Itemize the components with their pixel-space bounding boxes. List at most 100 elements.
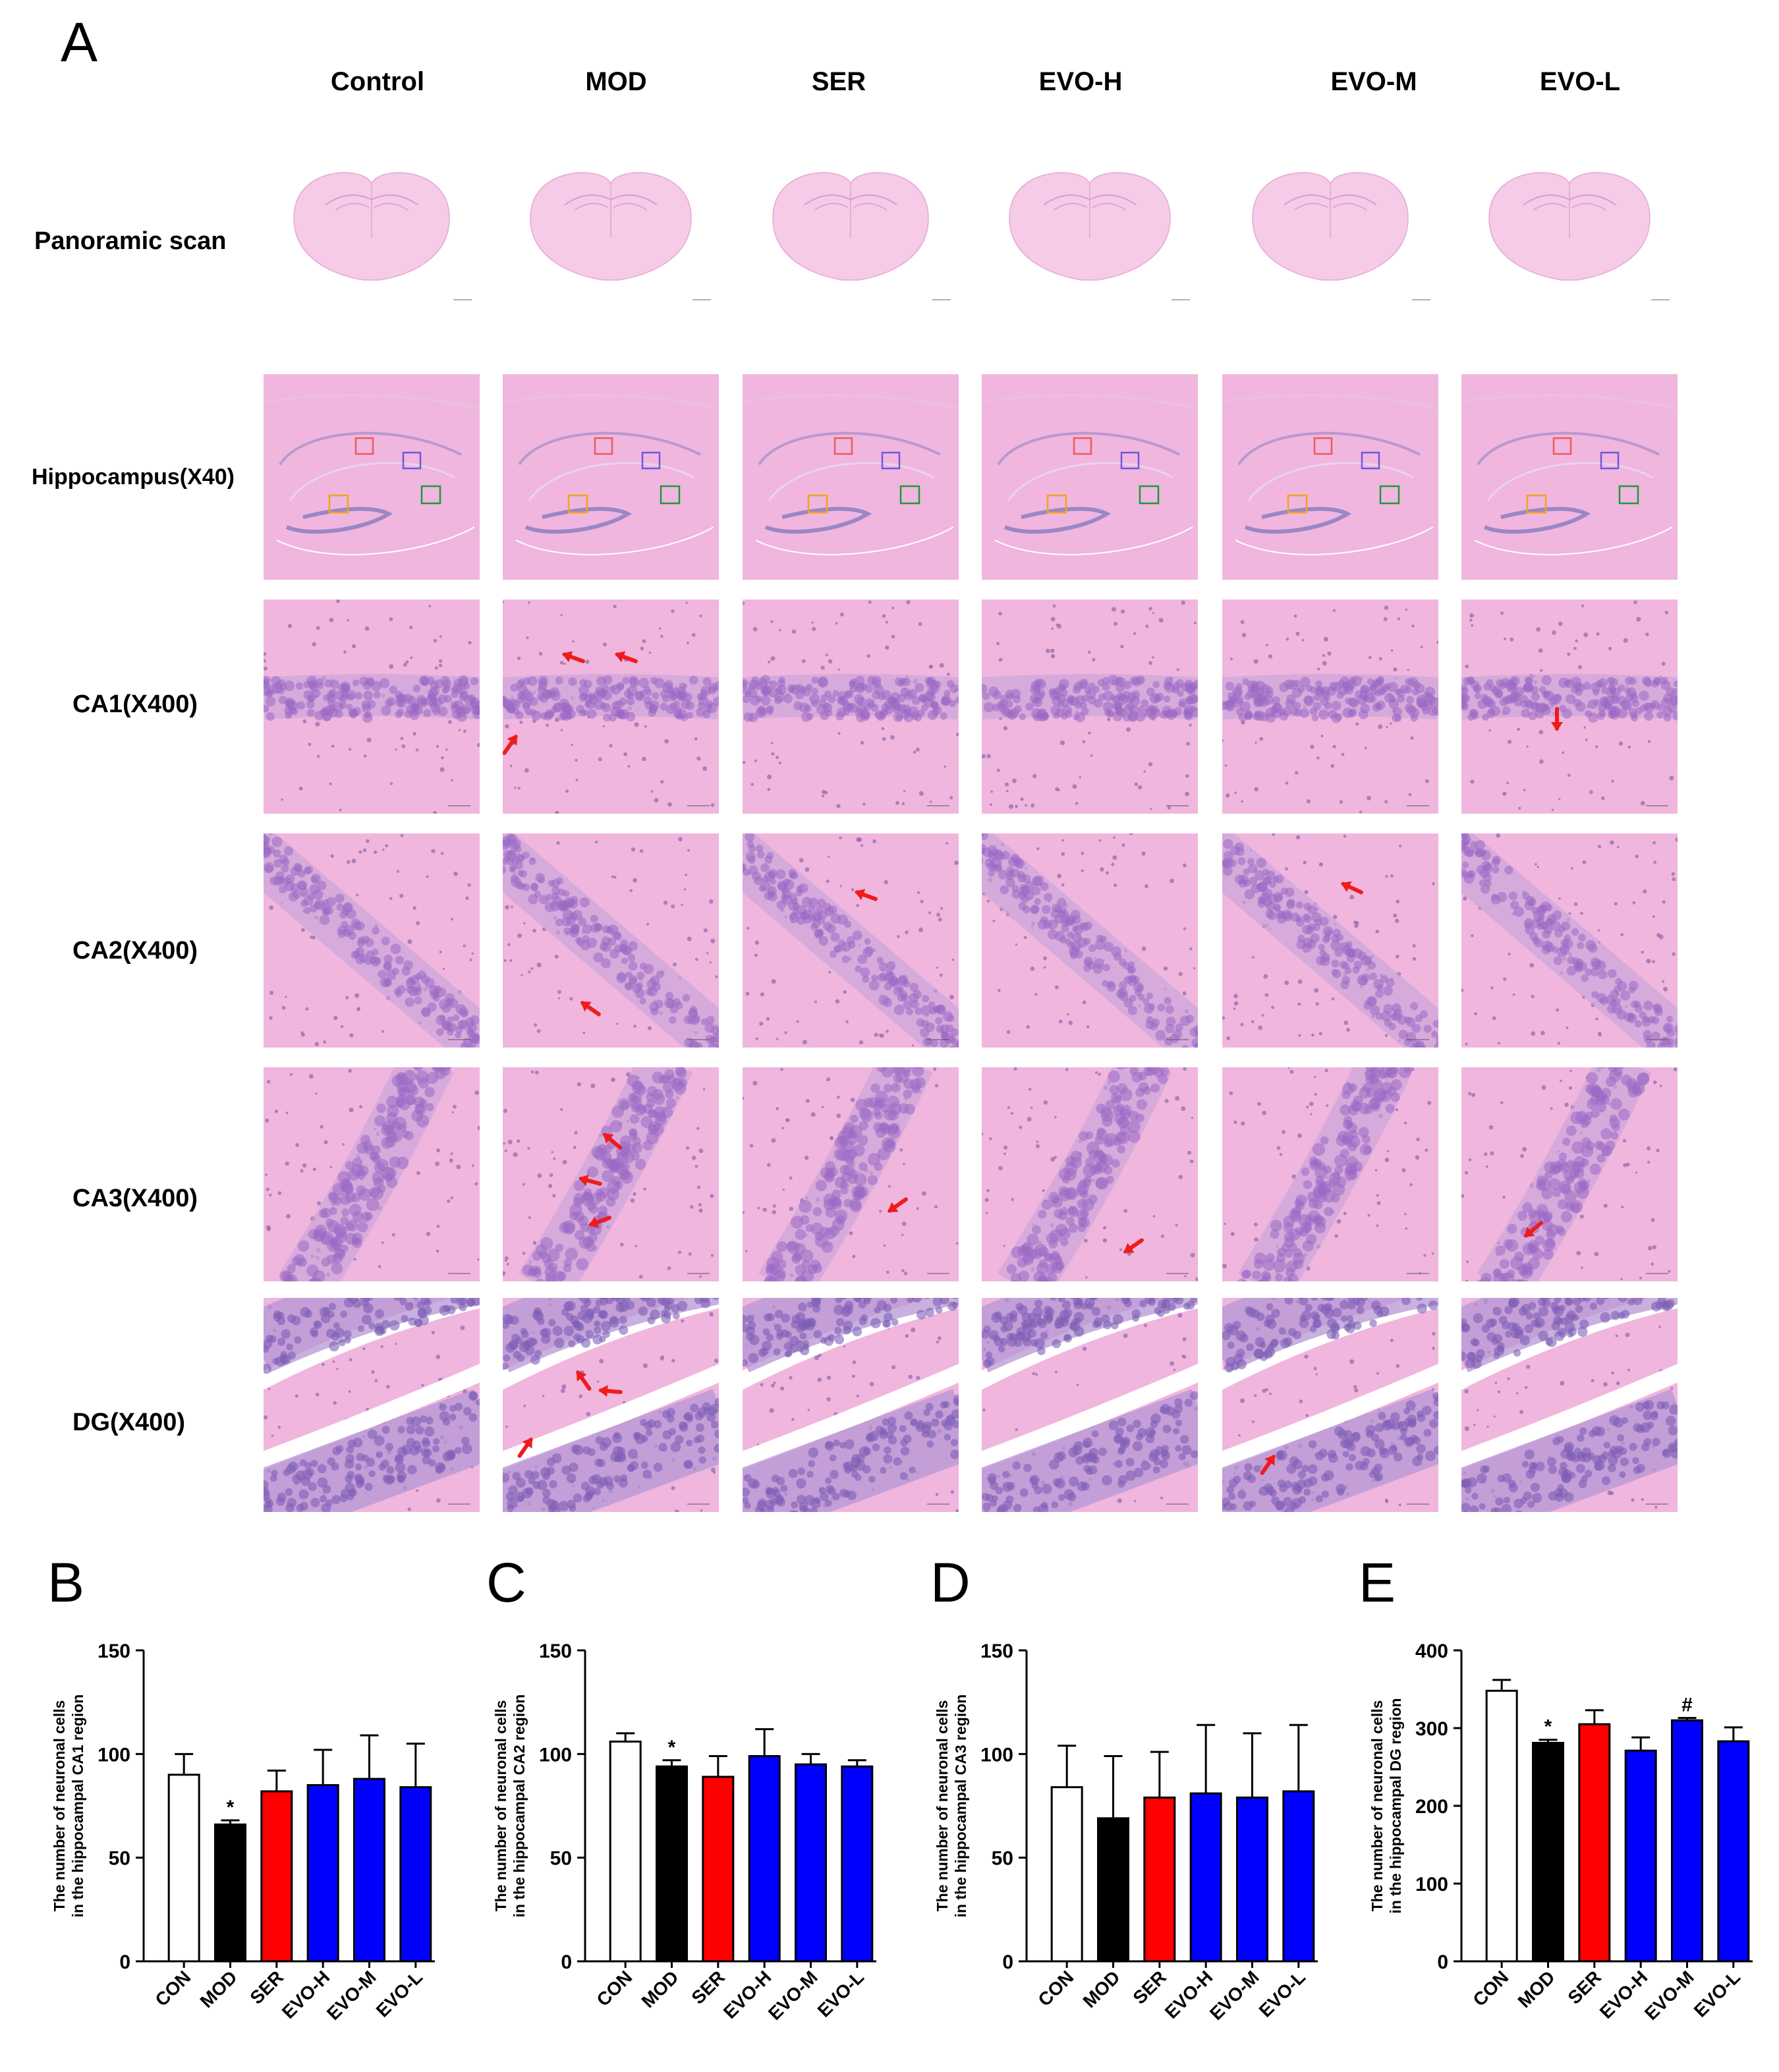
significance-mark: * [668,1737,676,1758]
hippocampus-image [1222,369,1438,580]
red-arrow-icon [579,1174,602,1187]
histology-image [503,1298,719,1512]
bar [795,1763,827,1963]
histology-image [1222,1067,1438,1281]
bar [399,1786,432,1963]
y-tick-label: 0 [561,1951,572,1973]
y-tick-label: 200 [1415,1796,1448,1818]
red-arrow-icon [588,1216,611,1228]
bar [167,1774,200,1963]
y-axis-label: The number of neuronal cellsin the hippo… [492,1694,528,1918]
histology-image [743,1298,959,1512]
panoramic-scan-image [264,135,480,306]
hippocampus-image [503,369,719,580]
panel-letter: B [47,1552,85,1613]
panoramic-scan-image [1222,135,1438,306]
y-tick-label: 0 [1002,1951,1013,1973]
x-tick-label: CON [151,1967,194,2010]
row-label: CA1(X400) [72,690,198,718]
histology-image [1222,1298,1438,1512]
x-tick-label: MOD [1514,1967,1559,2011]
column-title: EVO-M [1330,67,1417,96]
x-tick-label: CON [1034,1967,1077,2010]
y-tick-label: 100 [98,1744,130,1766]
x-tick-label: EVO-M [1206,1967,1263,2024]
row-label: Panoramic scan [34,227,227,255]
bar [1717,1740,1750,1963]
x-tick-label: EVO-H [1161,1967,1217,2023]
x-tick-label: CON [1469,1967,1512,2010]
bar [748,1754,781,1963]
histology-image [1222,833,1438,1048]
y-axis-label: The number of neuronal cellsin the hippo… [1369,1698,1404,1913]
y-tick-label: 0 [1437,1951,1448,1973]
histology-image [1222,600,1438,814]
histology-image [503,1067,719,1281]
y-tick-label: 50 [992,1848,1013,1870]
bar [353,1778,385,1963]
significance-mark: * [1544,1716,1552,1738]
hippocampus-image [743,369,959,580]
y-axis-label: The number of neuronal cellsin the hippo… [51,1694,86,1918]
red-arrow-icon [1260,1455,1276,1475]
histology-image [264,1298,480,1512]
red-arrow-icon [1551,707,1563,731]
x-tick-label: EVO-H [278,1967,334,2023]
histology-image [743,833,959,1048]
panel-letter: C [486,1552,526,1613]
column-title: EVO-H [1038,67,1123,96]
significance-mark: * [227,1797,235,1818]
x-tick-label: CON [592,1967,636,2010]
red-arrow-icon [1341,881,1363,895]
y-tick-label: 300 [1415,1718,1448,1740]
bar [702,1776,735,1963]
x-tick-label: EVO-M [1641,1967,1698,2024]
x-tick-label: SER [246,1967,287,2008]
bar [1143,1796,1176,1963]
bar [1236,1796,1268,1963]
histology-image [1461,833,1678,1048]
x-tick-label: MOD [196,1967,241,2011]
histology-image [264,600,480,814]
x-tick-label: MOD [638,1967,683,2011]
histology-image [743,600,959,814]
x-tick-label: EVO-L [1255,1967,1309,2021]
bar [841,1765,874,1963]
histology-image [743,1067,959,1281]
row-label: DG(X400) [72,1409,186,1436]
bar [1050,1786,1083,1963]
bar [1189,1792,1222,1963]
histology-image [1461,1067,1678,1281]
hippocampus-image [982,369,1198,580]
histology-image [1461,1298,1678,1512]
histology-image [982,1067,1198,1281]
bar [1282,1790,1315,1963]
x-tick-label: EVO-H [1596,1967,1652,2023]
y-axis-label: The number of neuronal cellsin the hippo… [934,1694,969,1918]
histology-image [264,1067,480,1281]
y-tick-label: 150 [980,1640,1013,1662]
red-arrow-icon [615,651,638,663]
significance-mark: # [1681,1694,1693,1716]
column-title: SER [811,67,866,96]
red-arrow-icon [598,1385,623,1397]
histology-image [1461,600,1678,814]
red-arrow-icon [517,1438,533,1458]
red-arrow-icon [576,1370,592,1391]
red-arrow-icon [855,889,878,901]
bar [609,1740,642,1963]
panoramic-scan-image [743,135,959,306]
bar [1671,1719,1703,1963]
red-arrow-icon [1123,1238,1144,1254]
histology-image [264,833,480,1048]
histology-image [982,833,1198,1048]
red-arrow-icon [1524,1221,1544,1238]
row-label: CA2(X400) [72,937,198,965]
bar [656,1765,688,1963]
panoramic-scan-image [1461,135,1678,306]
x-tick-label: EVO-H [720,1967,776,2023]
bar [1485,1689,1518,1963]
